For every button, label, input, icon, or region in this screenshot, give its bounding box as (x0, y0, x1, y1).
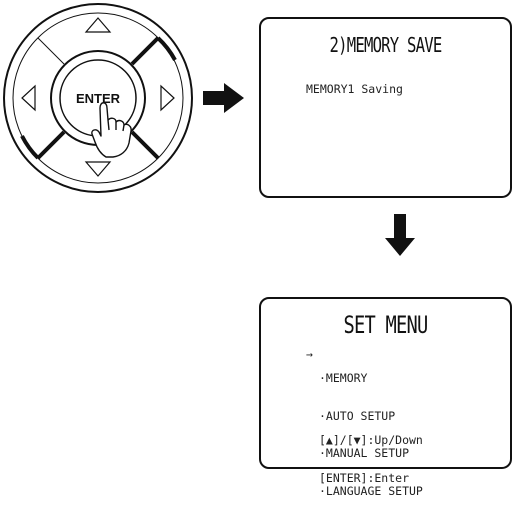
osd-screen-memory-save: 2)MEMORY SAVE MEMORY1 Saving (259, 17, 512, 198)
dpad-accent (156, 36, 177, 61)
remote-dpad: ENTER (3, 3, 193, 193)
menu-item-memory[interactable]: ·MEMORY (319, 371, 368, 385)
diagram-graphics: ENTER (3, 3, 415, 256)
screen-title: SET MENU (343, 311, 429, 339)
menu-item-manual-setup[interactable]: ·MANUAL SETUP (319, 446, 410, 460)
help-text: [▲]/[▼]:Up/Down [ENTER]:Enter (319, 409, 423, 509)
help-line-navigate: [▲]/[▼]:Up/Down (319, 433, 423, 447)
saving-status: MEMORY1 Saving (306, 82, 403, 96)
right-arrow-icon[interactable] (160, 84, 175, 112)
dpad-divider (130, 130, 160, 160)
dpad-divider (36, 130, 66, 160)
right-flow-arrow-icon (203, 83, 244, 113)
instruction-diagram: ENTER 2)MEMORY SAVE MEMORY1 Saving SET M… (3, 3, 512, 497)
dpad-accent (20, 135, 40, 160)
menu-item-auto-setup[interactable]: ·AUTO SETUP (319, 408, 396, 423)
dpad-divider (130, 36, 160, 66)
screen-title: 2)MEMORY SAVE (329, 33, 443, 57)
osd-screen-set-menu: SET MENU → ·MEMORY ·AUTO SETUP ·MANUAL S… (259, 297, 512, 497)
dpad-divider (37, 37, 65, 65)
help-line-enter: [ENTER]:Enter (319, 470, 410, 485)
up-arrow-icon[interactable] (84, 17, 112, 33)
pointing-hand-icon (91, 102, 132, 158)
down-flow-arrow-icon (385, 214, 415, 256)
dpad-inner-ring (12, 12, 184, 184)
left-arrow-icon[interactable] (21, 84, 36, 112)
menu-cursor-icon: → (306, 347, 313, 361)
down-arrow-icon[interactable] (84, 161, 112, 177)
enter-label: ENTER (76, 91, 121, 106)
